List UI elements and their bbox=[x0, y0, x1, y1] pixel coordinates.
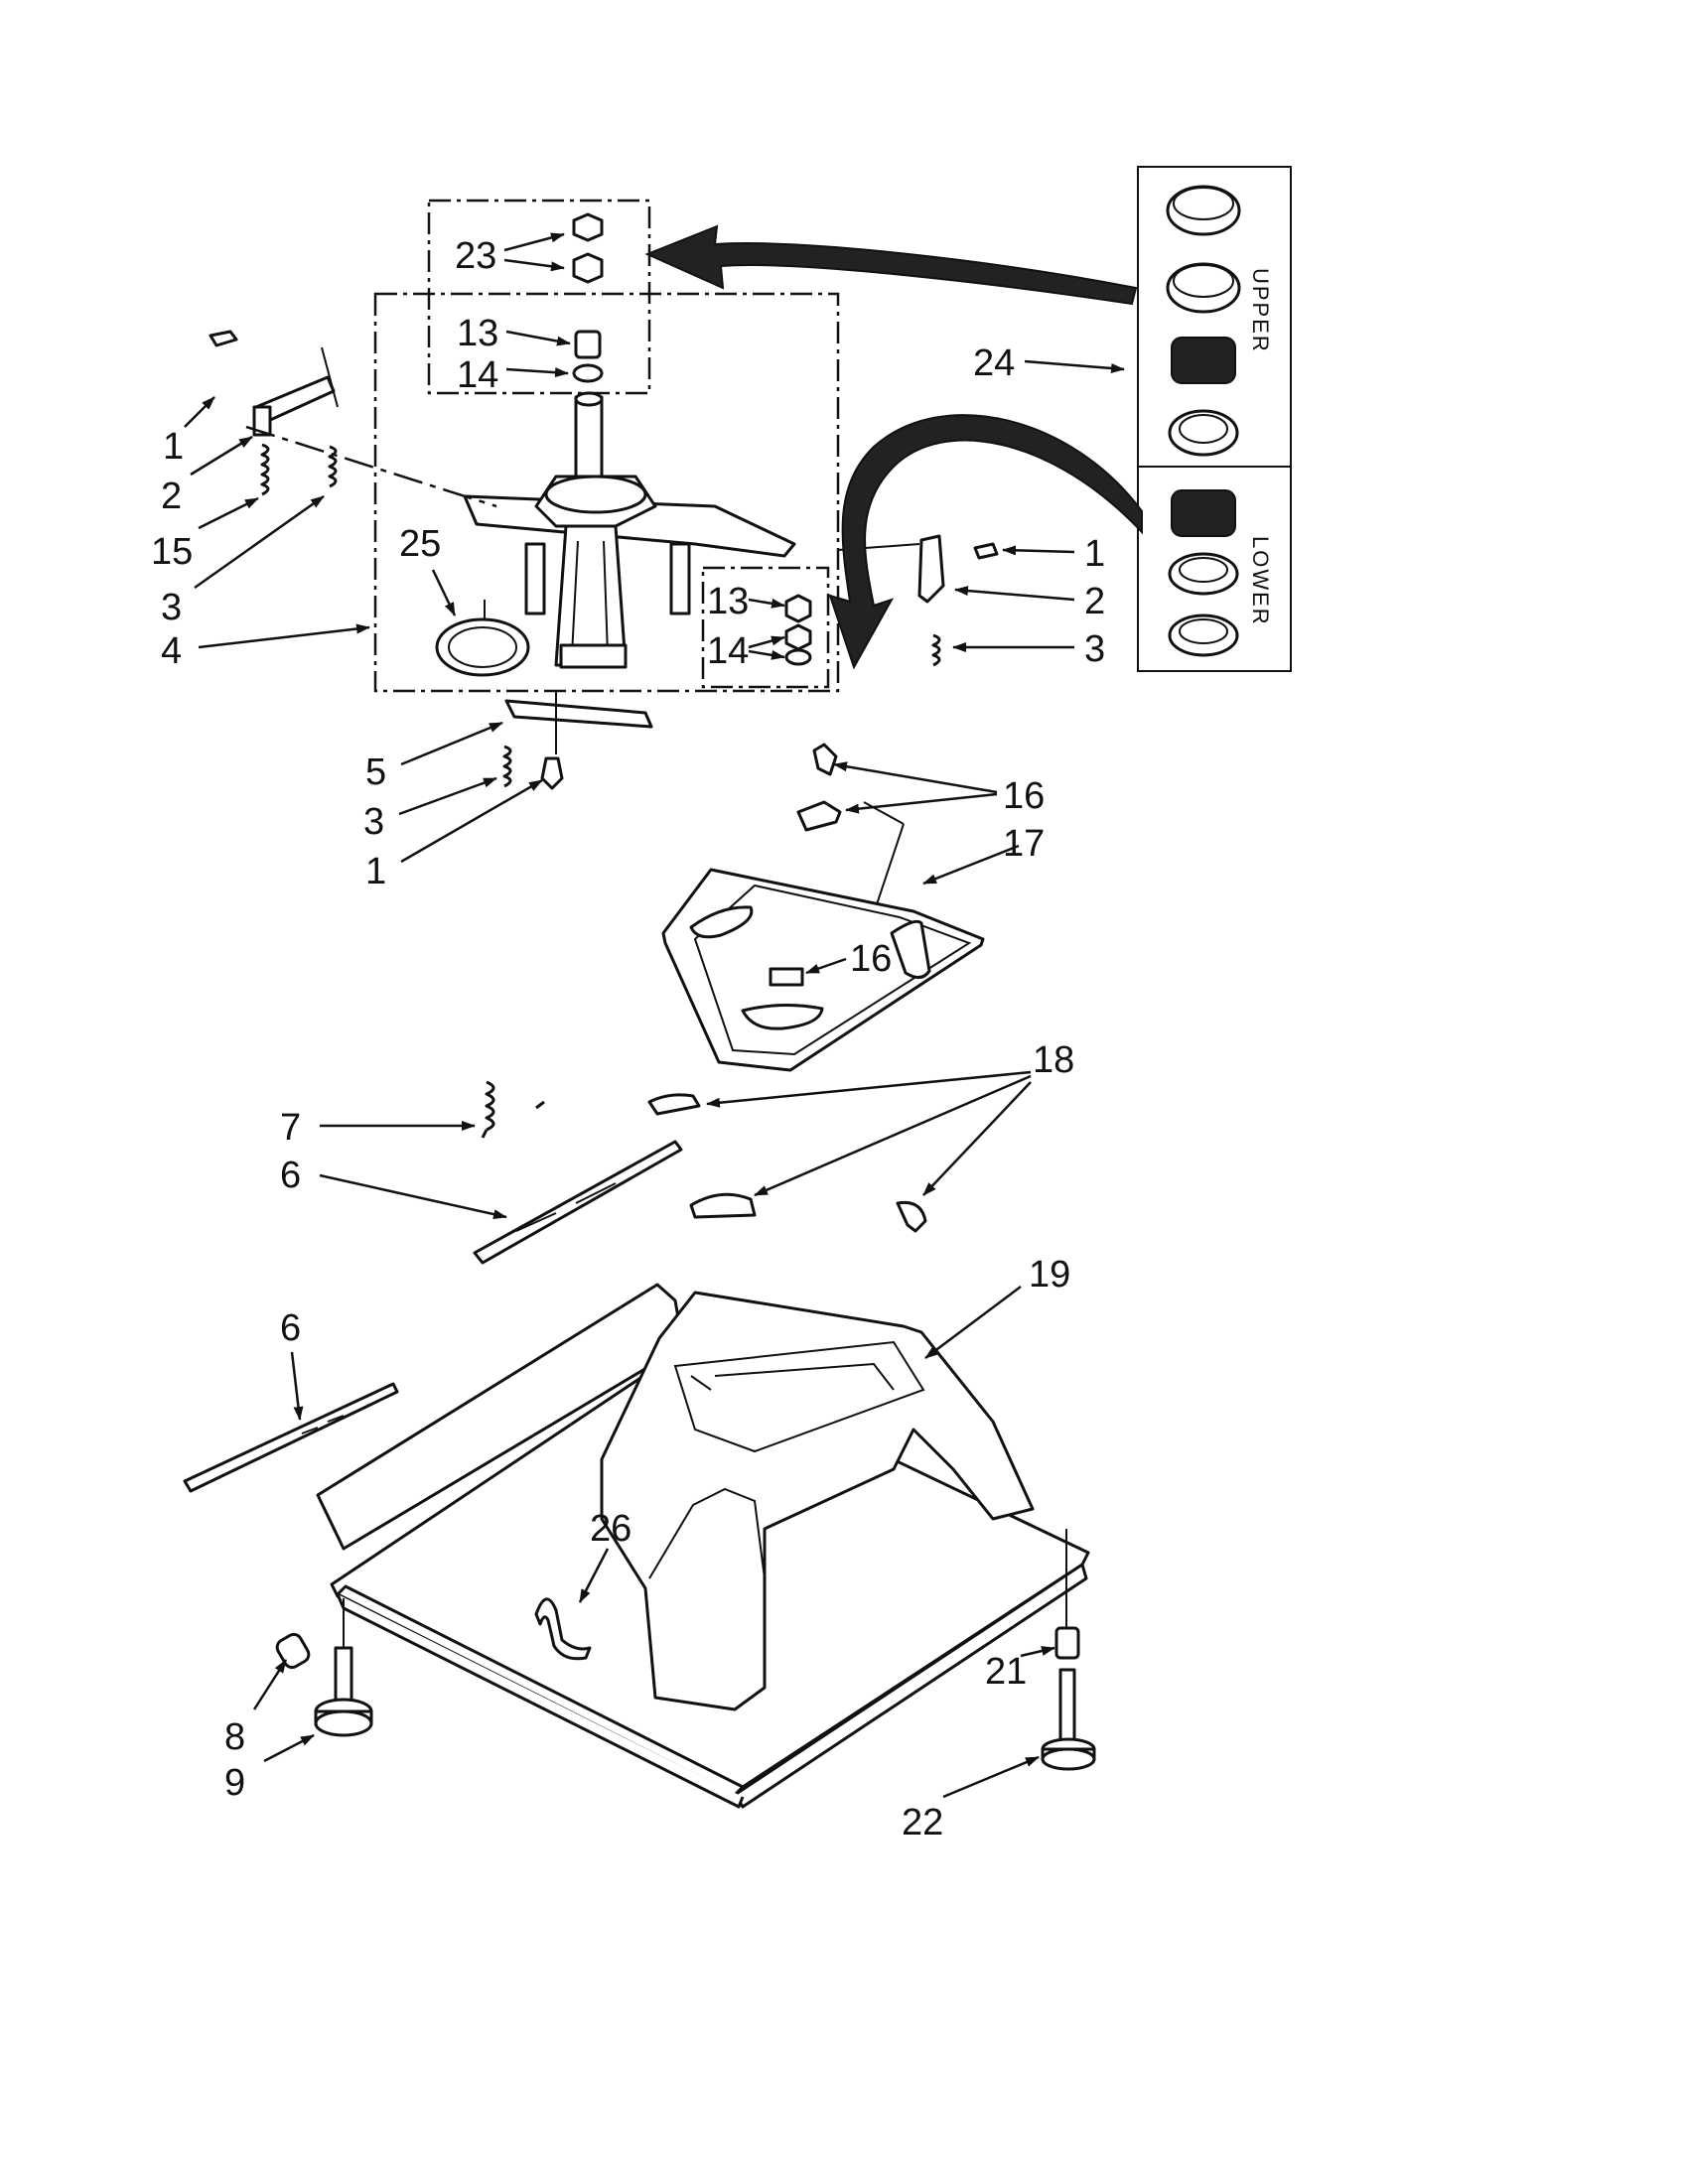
tub-ring bbox=[435, 600, 530, 677]
snubber-stack-lower bbox=[784, 594, 812, 666]
callout-22: 22 bbox=[902, 1802, 943, 1843]
callout-25: 25 bbox=[399, 523, 441, 565]
callout-2: 2 bbox=[161, 476, 182, 517]
center-post bbox=[574, 395, 604, 488]
base-frame bbox=[316, 1283, 1090, 1809]
callout-4: 4 bbox=[161, 630, 182, 672]
callout-3-right: 3 bbox=[1084, 628, 1105, 670]
lower-bracket-group bbox=[502, 691, 653, 790]
callout-17: 17 bbox=[1003, 823, 1045, 865]
callout-1-right: 1 bbox=[1084, 533, 1105, 575]
callout-6: 6 bbox=[280, 1155, 301, 1196]
upper-snubber-box bbox=[427, 199, 651, 395]
callout-5: 5 bbox=[365, 751, 386, 793]
callout-13-lower: 13 bbox=[707, 581, 749, 622]
callout-15: 15 bbox=[151, 531, 193, 573]
gearcase-base bbox=[463, 475, 796, 669]
lower-parts bbox=[183, 1080, 927, 1493]
callout-23: 23 bbox=[455, 235, 496, 277]
leveling-feet bbox=[275, 1529, 1096, 1771]
callout-21: 21 bbox=[985, 1651, 1027, 1693]
callout-24: 24 bbox=[973, 342, 1015, 384]
callout-13: 13 bbox=[457, 313, 498, 354]
callout-3-low: 3 bbox=[363, 801, 384, 843]
leader-lines bbox=[184, 232, 1125, 1799]
callout-18: 18 bbox=[1033, 1039, 1074, 1081]
callout-1-low: 1 bbox=[365, 851, 386, 892]
callout-16-frame: 16 bbox=[850, 938, 892, 980]
callout-9: 9 bbox=[224, 1762, 245, 1804]
snubber-kit-box: UPPER LOWER bbox=[1137, 166, 1292, 672]
callout-14: 14 bbox=[457, 354, 498, 396]
callout-2-right: 2 bbox=[1084, 581, 1105, 622]
assembly-box bbox=[373, 292, 840, 693]
callout-16: 16 bbox=[1003, 775, 1045, 817]
kit-arrows bbox=[644, 224, 1143, 670]
callout-1: 1 bbox=[163, 426, 184, 468]
callout-26: 26 bbox=[590, 1508, 632, 1550]
callout-19: 19 bbox=[1029, 1254, 1070, 1296]
callout-14-lower: 14 bbox=[707, 630, 749, 672]
callout-6-left: 6 bbox=[280, 1307, 301, 1349]
lower-snubber-box bbox=[701, 566, 830, 689]
callout-8: 8 bbox=[224, 1716, 245, 1758]
left-bracket-group bbox=[209, 330, 339, 496]
top-frame-group bbox=[661, 743, 985, 1072]
spring-clip bbox=[534, 1597, 592, 1661]
callout-3: 3 bbox=[161, 587, 182, 628]
callout-7: 7 bbox=[280, 1107, 301, 1149]
callout-labels: 1 2 15 3 4 25 23 13 14 13 14 1 2 3 24 5 … bbox=[151, 235, 1105, 1843]
suspension-assembly bbox=[209, 199, 999, 790]
upper-label: UPPER bbox=[1248, 268, 1273, 353]
snubber-stack-upper bbox=[572, 212, 604, 383]
lower-label: LOWER bbox=[1248, 536, 1273, 626]
